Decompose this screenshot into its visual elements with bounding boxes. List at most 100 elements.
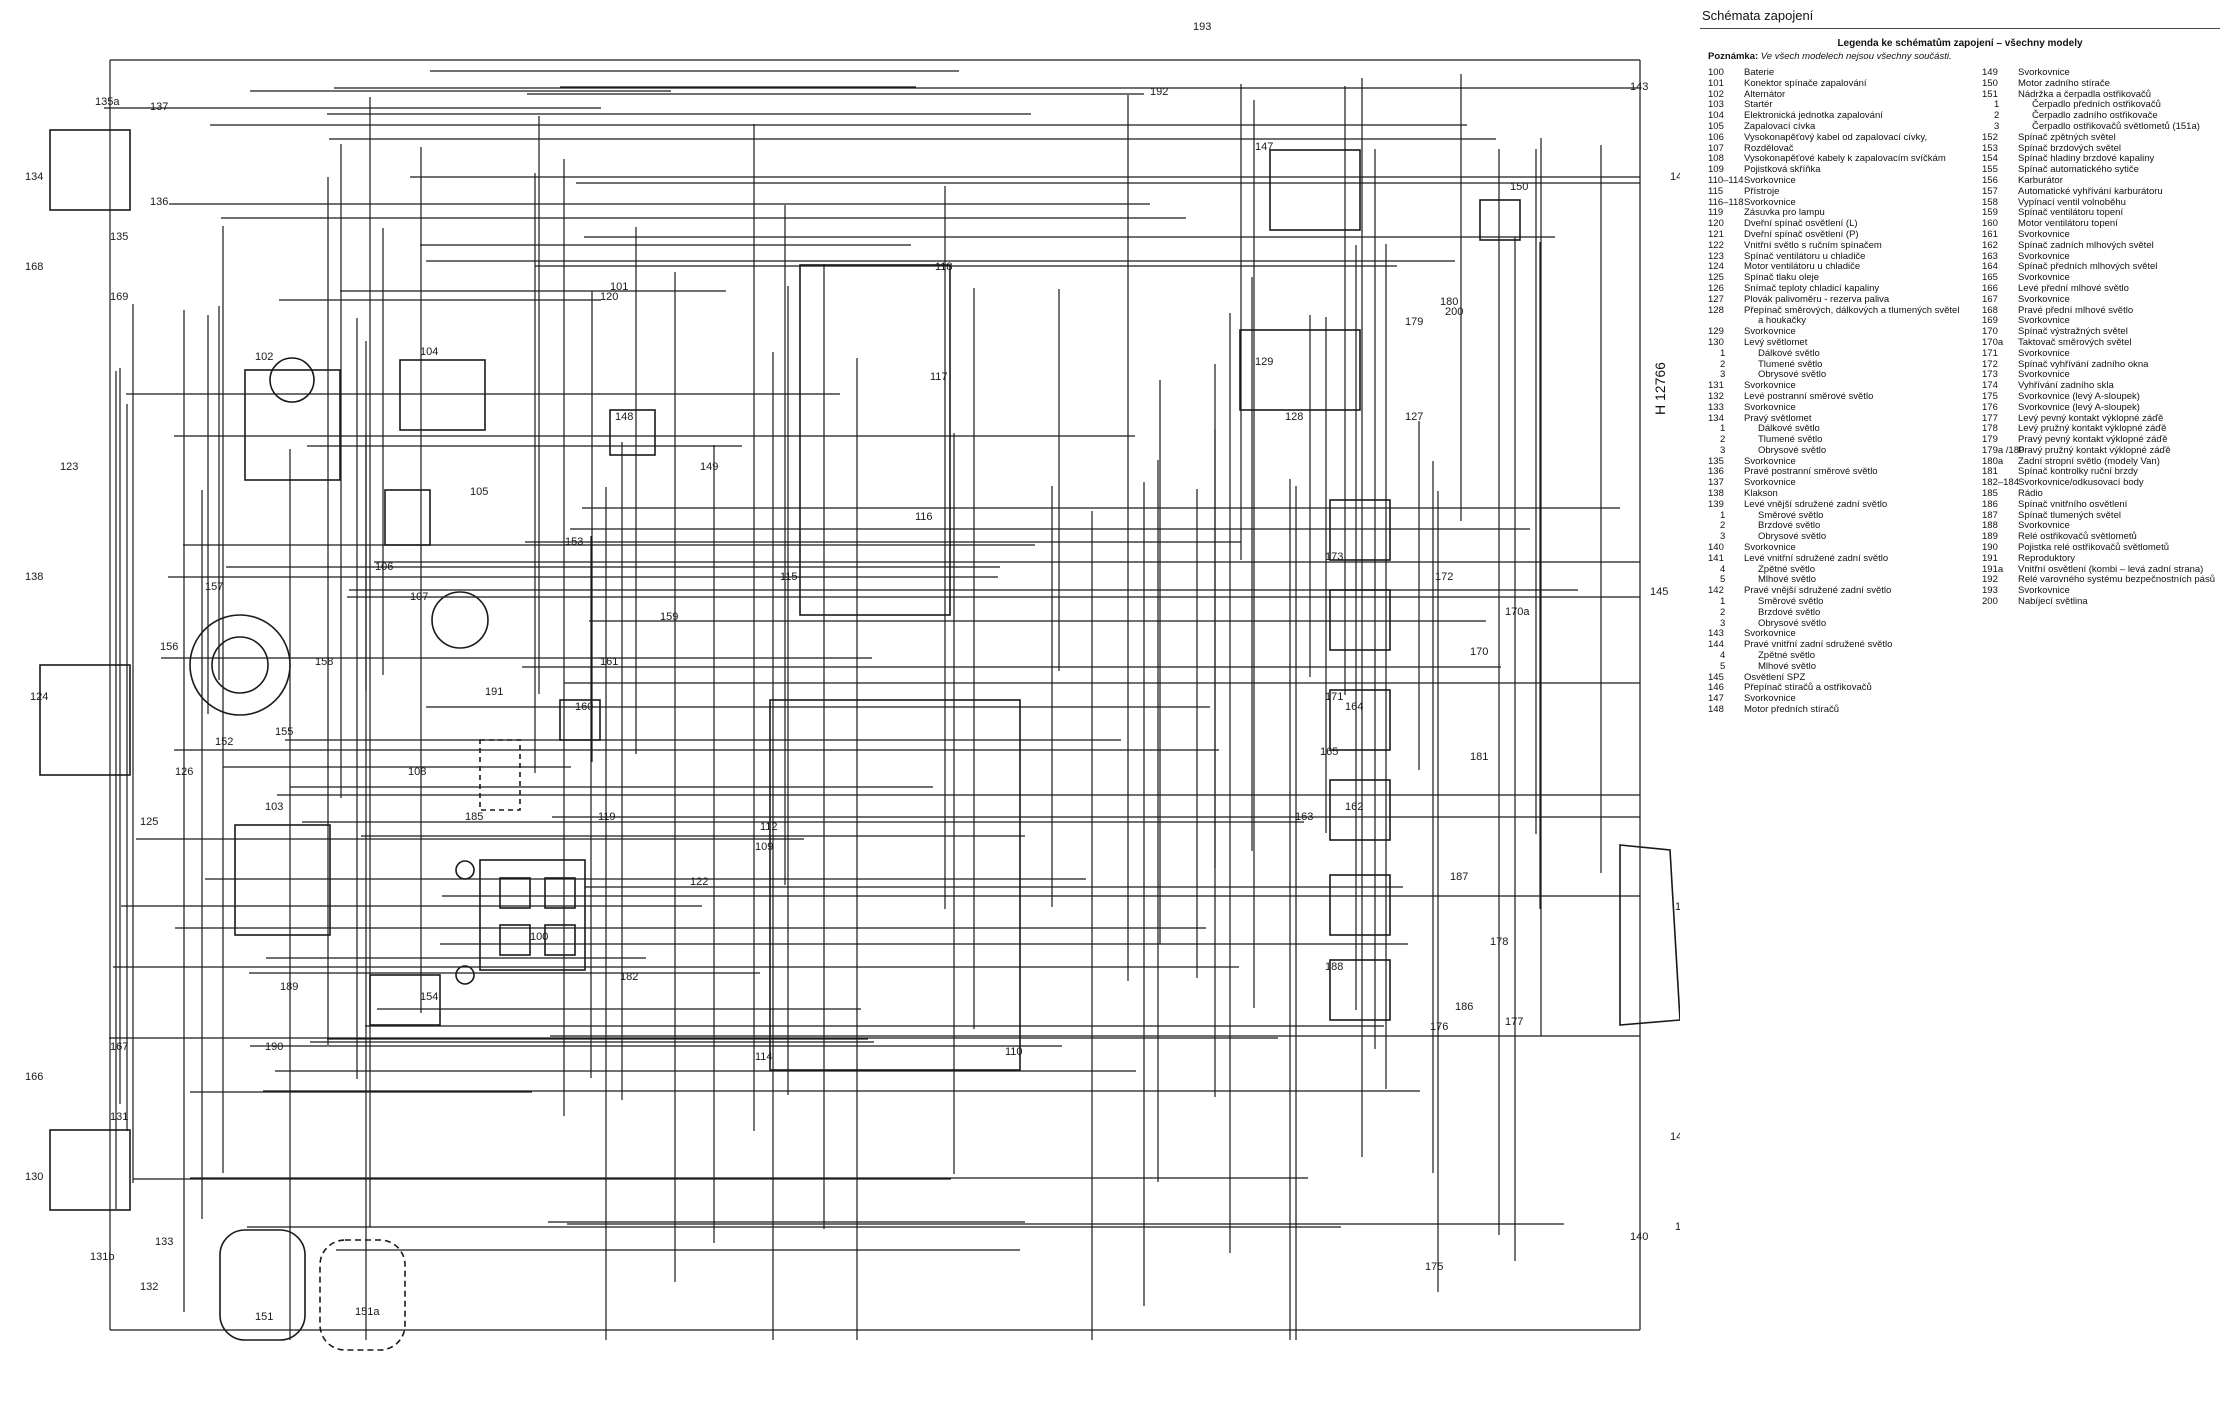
legend-entry-number: 161 — [1982, 228, 1998, 240]
legend-entry-number: 163 — [1982, 250, 1998, 262]
battery-negative-terminal — [455, 860, 475, 880]
legend-entry-label: Svorkovnice — [1744, 477, 1796, 489]
legend-note-label: Poznámka: — [1708, 51, 1759, 62]
component-label: 151a — [355, 1306, 380, 1318]
legend-entry-number: 4 — [1720, 563, 1726, 575]
component-label: 178 — [1490, 936, 1508, 948]
component-label: 141 — [1670, 1131, 1680, 1143]
legend-entry-number: 139 — [1708, 498, 1724, 510]
starter — [234, 824, 331, 936]
legend-entry-label: Pravé přední mlhové světlo — [2018, 304, 2134, 316]
legend-entry-label: Rozdělovač — [1744, 142, 1794, 154]
component-label: 185 — [465, 811, 483, 823]
distributor — [431, 591, 489, 649]
legend-entry-number: 178 — [1982, 423, 1998, 435]
component-label: 123 — [60, 461, 78, 473]
legend-entry-number: 108 — [1708, 153, 1724, 165]
legend-entry-number: 147 — [1708, 693, 1724, 705]
legend-entry: 176 Svorkovnice (levý A-sloupek) — [1982, 401, 2220, 414]
legend-entry-number: 2 — [1720, 520, 1726, 532]
legend-entry-label: Plovák palivoměru - rezerva paliva — [1744, 293, 1890, 305]
rear-fog-switch — [1329, 689, 1391, 751]
legend-entry-label: Spínač vyhřívání zadního okna — [2018, 358, 2149, 370]
legend-entry-number: 160 — [1982, 218, 1998, 230]
legend-entry-label: Svorkovnice — [2018, 67, 2070, 78]
legend-entry-label: Svorkovnice — [2018, 585, 2070, 597]
legend-entry-label: Levé postranní směrové světlo — [1744, 390, 1874, 402]
legend-entry-label: Mlhové světlo — [1758, 660, 1817, 672]
component-label: 163 — [1295, 811, 1313, 823]
legend-entry-label: Svorkovnice (levý A-sloupek) — [2018, 390, 2140, 402]
legend-entry-number: 176 — [1982, 401, 1998, 413]
component-label: 126 — [175, 766, 193, 778]
component-label: 192 — [1150, 86, 1168, 98]
component-label: 179 — [1405, 316, 1423, 328]
legend-entry-label: Levý pevný kontakt výklopné záďě — [2018, 412, 2164, 424]
legend-entry-number: 193 — [1982, 585, 1998, 597]
right-headlight — [49, 129, 131, 211]
legend-entry-label: Svorkovnice — [1744, 455, 1796, 467]
component-labels: 1001011021031041051061071081091101121141… — [25, 21, 1698, 1323]
legend-entry-label: Relé ostřikovačů světlometů — [2018, 531, 2137, 543]
legend-entry-number: 159 — [1982, 207, 1998, 219]
legend-entry-number: 131 — [1708, 380, 1724, 392]
component-label: 153 — [565, 536, 583, 548]
legend-entry-number: 141 — [1708, 552, 1724, 564]
legend-entry-number: 140 — [1708, 542, 1724, 554]
component-label: 112 — [760, 821, 778, 833]
carburettor-inner — [211, 636, 269, 694]
legend-entry-number: 186 — [1982, 498, 1998, 510]
component-label: 140 — [1630, 1231, 1648, 1243]
component-label: 171 — [1325, 691, 1343, 703]
legend-entry-number: 179 — [1982, 434, 1998, 446]
legend-entry-label: Vyhřívání zadního skla — [2018, 380, 2114, 392]
legend-entry-label: Motor ventilátoru topení — [2018, 218, 2118, 230]
legend-entry-number: 150 — [1982, 77, 1998, 89]
legend-entry-number: 3 — [1720, 531, 1726, 543]
legend-entry-number: 5 — [1720, 660, 1726, 672]
component-label: 134 — [25, 171, 43, 183]
legend-entry-number: 189 — [1982, 531, 1998, 543]
component-label: 157 — [205, 581, 223, 593]
legend-entry-label: Brzdové světlo — [1758, 520, 1821, 532]
component-label: 128 — [1285, 411, 1303, 423]
component-label: 188 — [1325, 961, 1343, 973]
component-label: 162 — [1345, 801, 1363, 813]
legend-entry-number: 164 — [1982, 261, 1998, 273]
legend-entry-label: Dveřní spínač osvětlení (L) — [1744, 218, 1858, 230]
legend-entry-label: a houkačky — [1758, 315, 1807, 327]
component-label: 151 — [255, 1311, 273, 1323]
legend-entry-number: 169 — [1982, 315, 1998, 327]
legend-entry-label: Svorkovnice (levý A-sloupek) — [2018, 401, 2140, 413]
component-label: 166 — [25, 1071, 43, 1083]
component-label: 158 — [315, 656, 333, 668]
